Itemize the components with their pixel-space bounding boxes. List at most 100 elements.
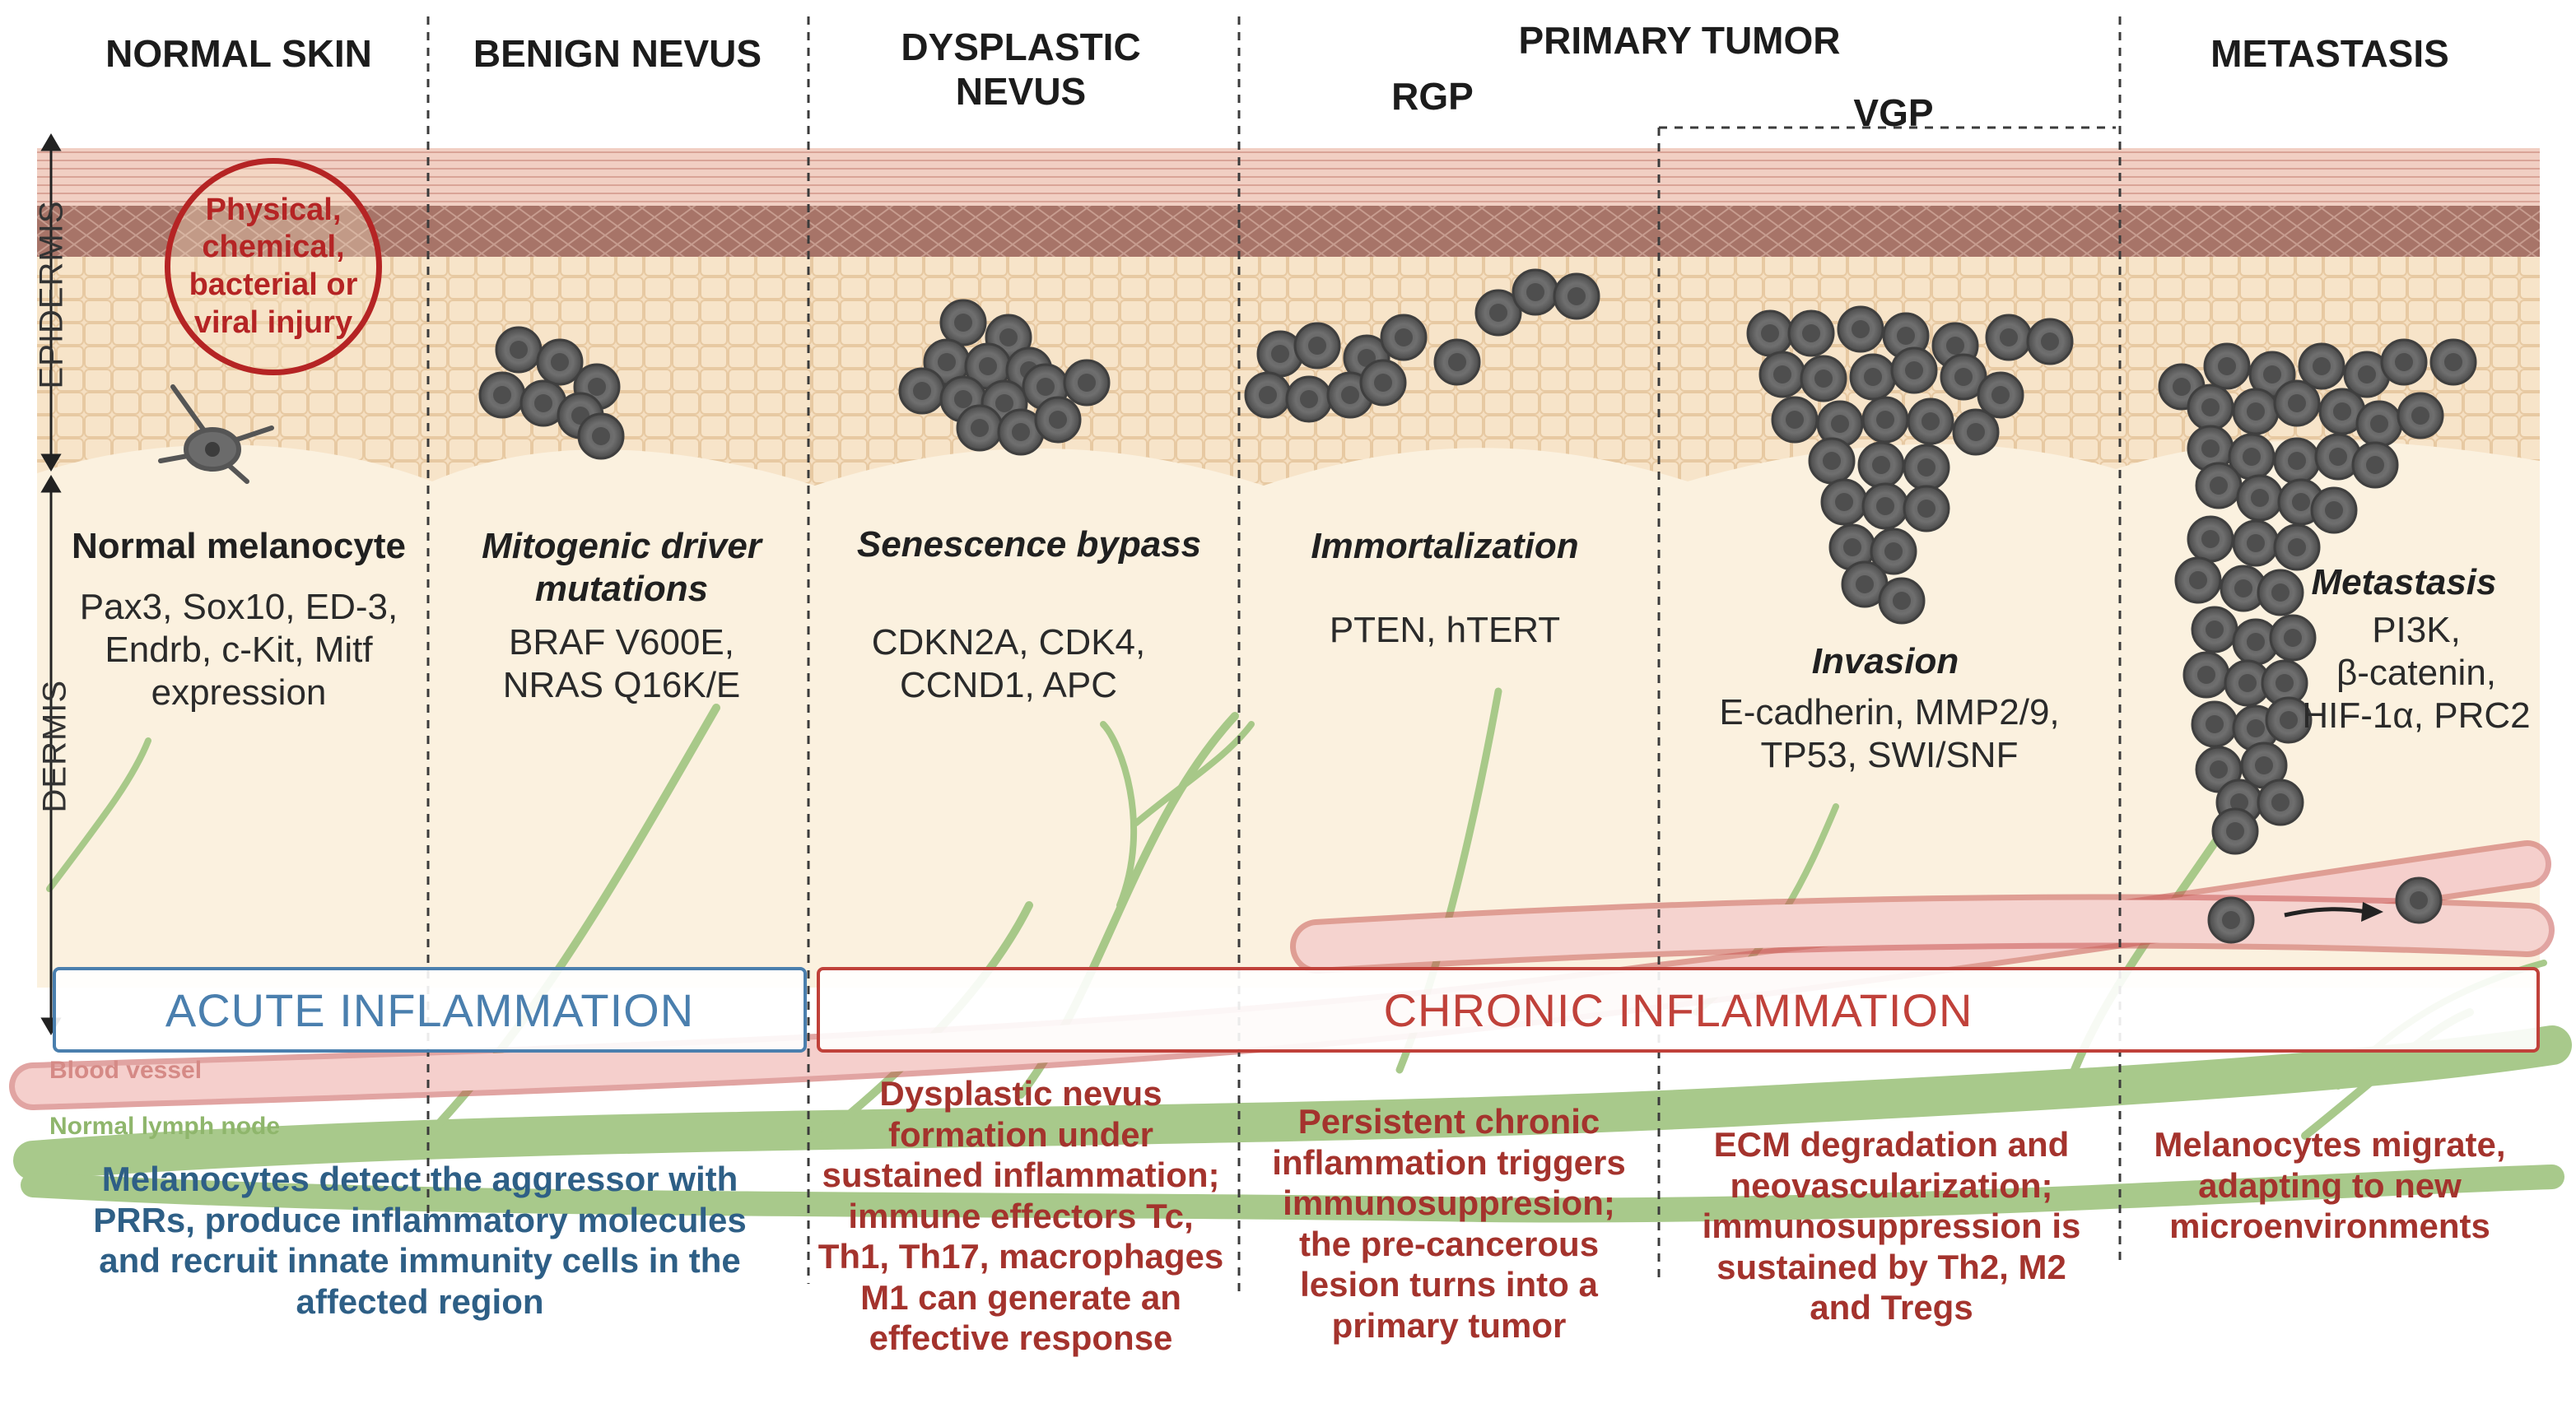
cell-nucleus bbox=[1300, 390, 1318, 408]
column-dividers bbox=[426, 16, 2122, 1292]
cell-nucleus bbox=[954, 314, 972, 332]
lymph-node-label: Normal lymph node bbox=[49, 1113, 281, 1140]
cell-nucleus bbox=[510, 341, 528, 359]
cell-nucleus bbox=[979, 357, 997, 375]
cell-nucleus bbox=[913, 382, 931, 400]
genes-vgp: E-cadherin, MMP2/9, TP53, SWI/SNF bbox=[1719, 692, 2060, 775]
acute-inflammation-box: ACUTE INFLAMMATION bbox=[53, 967, 807, 1053]
cell-nucleus bbox=[2041, 332, 2059, 351]
cell-nucleus bbox=[2189, 571, 2207, 589]
cell-nucleus bbox=[2366, 456, 2384, 474]
cell-nucleus bbox=[1864, 368, 1882, 386]
cell-nucleus bbox=[938, 353, 956, 371]
header-benign-nevus: BENIGN NEVUS bbox=[473, 32, 762, 75]
cell-nucleus bbox=[2201, 439, 2220, 458]
note-acute-response: Melanocytes detect the aggressor with PR… bbox=[93, 1160, 747, 1321]
note-vgp: ECM degradation and neovascularization; … bbox=[1702, 1125, 2081, 1327]
cell-nucleus bbox=[1814, 370, 1833, 388]
cell-nucleus bbox=[2288, 394, 2306, 412]
step-senescence-bypass: Senescence bypass bbox=[856, 524, 1202, 565]
cell-nucleus bbox=[2218, 357, 2236, 375]
stratum-corneum bbox=[37, 148, 2540, 206]
cell-nucleus bbox=[1259, 386, 1277, 404]
cell-nucleus bbox=[2201, 398, 2220, 416]
cell-nucleus bbox=[2201, 530, 2220, 548]
cell-nucleus bbox=[1395, 328, 1413, 346]
cell-nucleus bbox=[551, 353, 569, 371]
cell-nucleus bbox=[1802, 324, 1820, 342]
cell-nucleus bbox=[1954, 368, 1973, 386]
cell-nucleus bbox=[1905, 361, 1923, 379]
cell-nucleus bbox=[1526, 283, 1544, 301]
cell-nucleus bbox=[2288, 538, 2306, 556]
note-dysplastic: Dysplastic nevus formation under sustain… bbox=[818, 1074, 1224, 1358]
cell-nucleus bbox=[2000, 328, 2018, 346]
genes-metastasis: PI3K, β-catenin, HIF-1α, PRC2 bbox=[2302, 610, 2531, 736]
cell-nucleus bbox=[1078, 374, 1096, 392]
metastasis-cluster bbox=[2158, 338, 2477, 855]
cell-nucleus bbox=[2333, 402, 2351, 421]
cell-nucleus bbox=[2444, 353, 2462, 371]
cell-nucleus bbox=[999, 328, 1018, 346]
cell-nucleus bbox=[2251, 489, 2269, 507]
cell-nucleus bbox=[1374, 374, 1392, 392]
step-immortalization: Immortalization bbox=[1311, 526, 1579, 566]
genes-normal: Pax3, Sox10, ED-3, Endrb, c-Kit, Mitf ex… bbox=[79, 587, 398, 713]
header-normal-skin: NORMAL SKIN bbox=[105, 32, 372, 75]
cell-nucleus bbox=[2247, 402, 2265, 421]
cell-nucleus bbox=[2222, 911, 2240, 929]
cell-nucleus bbox=[954, 390, 972, 408]
cell-nucleus bbox=[1049, 411, 1067, 429]
cell-nucleus bbox=[1489, 304, 1507, 322]
cell-nucleus bbox=[588, 378, 606, 396]
cell-nucleus bbox=[1012, 423, 1030, 441]
cell-nucleus bbox=[1773, 365, 1791, 384]
cell-nucleus bbox=[2370, 415, 2388, 433]
cell-nucleus bbox=[2411, 407, 2429, 425]
cell-nucleus bbox=[2276, 674, 2294, 692]
header-primary-tumor: PRIMARY TUMOR bbox=[1518, 19, 1841, 62]
lymph-vessels bbox=[13, 687, 2572, 1223]
cell-nucleus bbox=[2210, 477, 2228, 495]
cell-nucleus bbox=[971, 419, 989, 437]
step-invasion: Invasion bbox=[1811, 641, 1959, 681]
cell-nucleus bbox=[2234, 579, 2252, 597]
cell-nucleus bbox=[2410, 891, 2428, 909]
cell-nucleus bbox=[2313, 357, 2331, 375]
cell-nucleus bbox=[2271, 583, 2290, 602]
cell-nucleus bbox=[2329, 448, 2347, 466]
cell-nucleus bbox=[1884, 542, 1903, 560]
cell-nucleus bbox=[2226, 822, 2244, 840]
benign-nevus-cluster bbox=[478, 326, 625, 460]
cell-nucleus bbox=[1843, 538, 1861, 556]
cell-nucleus bbox=[1946, 337, 1964, 355]
cell-nucleus bbox=[493, 386, 511, 404]
cell-nucleus bbox=[1786, 411, 1804, 429]
cell-nucleus bbox=[1917, 458, 1935, 477]
cell-nucleus bbox=[1922, 412, 1940, 430]
cell-nucleus bbox=[1761, 324, 1779, 342]
cell-nucleus bbox=[1897, 327, 1915, 345]
cell-nucleus bbox=[1823, 452, 1841, 470]
migration-arrow bbox=[2284, 902, 2383, 922]
cell-nucleus bbox=[2206, 621, 2224, 639]
cell-nucleus bbox=[534, 394, 552, 412]
genes-rgp: PTEN, hTERT bbox=[1329, 610, 1561, 650]
cell-nucleus bbox=[2280, 711, 2298, 729]
cell-nucleus bbox=[2325, 501, 2343, 519]
note-rgp: Persistent chronic inflammation triggers… bbox=[1272, 1102, 1626, 1345]
cell-nucleus bbox=[1876, 497, 1894, 515]
cell-nucleus bbox=[2247, 719, 2265, 737]
header-metastasis: METASTASIS bbox=[2210, 32, 2449, 75]
dysplastic-nevus-cluster bbox=[898, 299, 1111, 456]
header-vgp: VGP bbox=[1853, 91, 1934, 134]
cell-nucleus bbox=[2206, 715, 2224, 733]
acute-inflammation-label: ACUTE INFLAMMATION bbox=[165, 983, 695, 1036]
cell-nucleus bbox=[2197, 666, 2215, 684]
cell-nucleus bbox=[1567, 287, 1586, 305]
cell-nucleus bbox=[2263, 365, 2281, 384]
note-metastasis: Melanocytes migrate, adapting to new mic… bbox=[2154, 1125, 2506, 1246]
injury-label: Physical, chemical, bacterial or viral i… bbox=[189, 192, 358, 340]
cell-nucleus bbox=[2247, 534, 2265, 552]
cell-nucleus bbox=[995, 394, 1013, 412]
